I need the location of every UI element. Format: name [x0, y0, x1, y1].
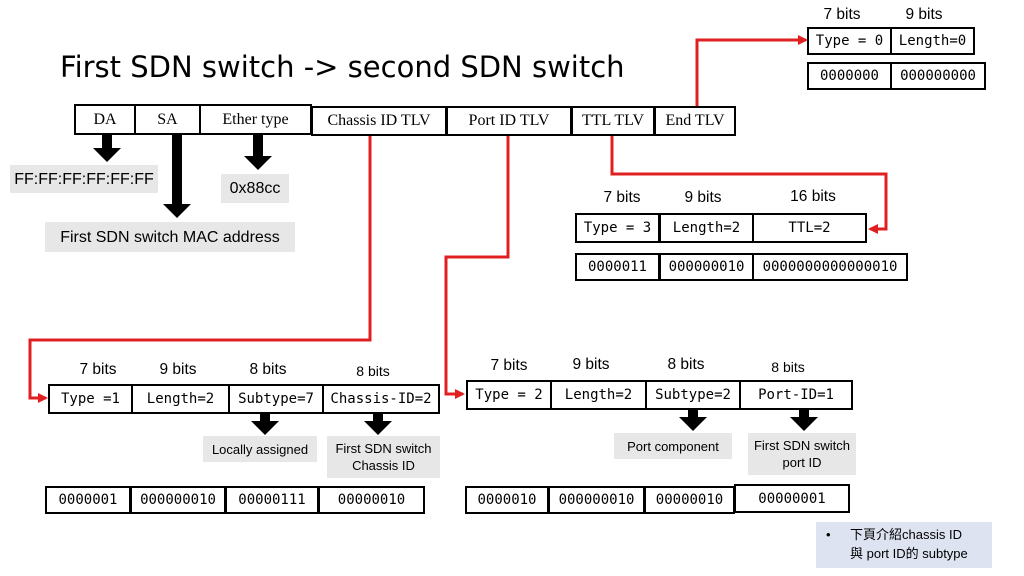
ttl-bits-type: 7 bits	[603, 189, 641, 206]
chassis-bits-type: 7 bits	[79, 361, 117, 378]
port-id-note: First SDN switch port ID	[748, 433, 856, 475]
port-value-type: 0000010	[465, 486, 549, 514]
subtype-bullet-note: • 下頁介紹chassis ID 與 port ID的 subtype	[816, 522, 992, 568]
chassis-bits-id: 8 bits	[356, 363, 390, 379]
chassis-subtype-note: Locally assigned	[203, 436, 317, 462]
frame-da: DA	[74, 104, 136, 135]
port-connector	[444, 134, 510, 399]
chassis-value-length: 000000010	[130, 486, 226, 514]
sa-note: First SDN switch MAC address	[45, 222, 295, 252]
ttl-value-type: 0000011	[575, 253, 660, 281]
chassis-value-subtype: 00000111	[225, 486, 319, 514]
ttl-connector	[610, 134, 888, 234]
chassis-bits-subtype: 8 bits	[249, 361, 287, 378]
down-arrows	[93, 135, 818, 435]
bullet-line-2: 與 port ID的 subtype	[850, 546, 968, 561]
frame-ttl-tlv: TTL TLV	[571, 106, 655, 136]
port-bits-subtype: 8 bits	[667, 356, 705, 373]
port-subtype-note: Port component	[614, 433, 732, 459]
page-title: First SDN switch -> second SDN switch	[60, 50, 625, 84]
port-value-length: 000000010	[548, 486, 645, 514]
end-value-type: 0000000	[807, 62, 892, 90]
chassis-id-note: First SDN switch Chassis ID	[327, 436, 440, 478]
frame-sa: SA	[134, 104, 201, 135]
chassis-connector	[28, 134, 372, 403]
ttl-field-length: Length=2	[659, 213, 754, 243]
end-value-length: 000000000	[890, 62, 986, 90]
chassis-field-subtype: Subtype=7	[228, 384, 324, 414]
port-bits-length: 9 bits	[572, 356, 610, 373]
end-bits-length: 9 bits	[905, 6, 943, 23]
end-connector	[695, 35, 808, 106]
chassis-field-id: Chassis-ID=2	[322, 384, 440, 414]
end-bits-type: 7 bits	[823, 6, 861, 23]
chassis-value-type: 0000001	[45, 486, 131, 514]
frame-chassis-id-tlv: Chassis ID TLV	[311, 106, 447, 136]
chassis-bits-length: 9 bits	[159, 361, 197, 378]
ttl-bits-ttl: 16 bits	[790, 188, 836, 205]
ttl-bits-length: 9 bits	[684, 189, 722, 206]
port-field-type: Type = 2	[466, 380, 552, 410]
port-value-subtype: 00000010	[644, 486, 735, 514]
ttl-value-ttl: 0000000000000010	[752, 253, 908, 281]
end-field-type: Type = 0	[807, 27, 892, 55]
frame-end-tlv: End TLV	[654, 106, 736, 136]
port-bits-id: 8 bits	[771, 359, 805, 375]
port-field-subtype: Subtype=2	[645, 380, 741, 410]
chassis-field-type: Type =1	[48, 384, 133, 414]
frame-port-id-tlv: Port ID TLV	[446, 106, 572, 136]
ether-type-note: 0x88cc	[221, 174, 289, 203]
bullet-symbol: •	[826, 527, 831, 542]
port-bits-type: 7 bits	[490, 357, 528, 374]
port-field-length: Length=2	[550, 380, 647, 410]
da-note: FF:FF:FF:FF:FF:FF	[10, 165, 158, 193]
ttl-field-type: Type = 3	[575, 213, 660, 243]
ttl-field-ttl: TTL=2	[752, 213, 867, 243]
port-field-id: Port-ID=1	[739, 380, 853, 410]
end-field-length: Length=0	[890, 27, 975, 55]
port-value-id: 00000001	[734, 484, 850, 513]
ttl-value-length: 000000010	[659, 253, 754, 281]
frame-ether-type: Ether type	[199, 104, 312, 135]
bullet-line-1: 下頁介紹chassis ID	[850, 527, 962, 542]
chassis-field-length: Length=2	[131, 384, 230, 414]
chassis-value-id: 00000010	[318, 486, 425, 514]
